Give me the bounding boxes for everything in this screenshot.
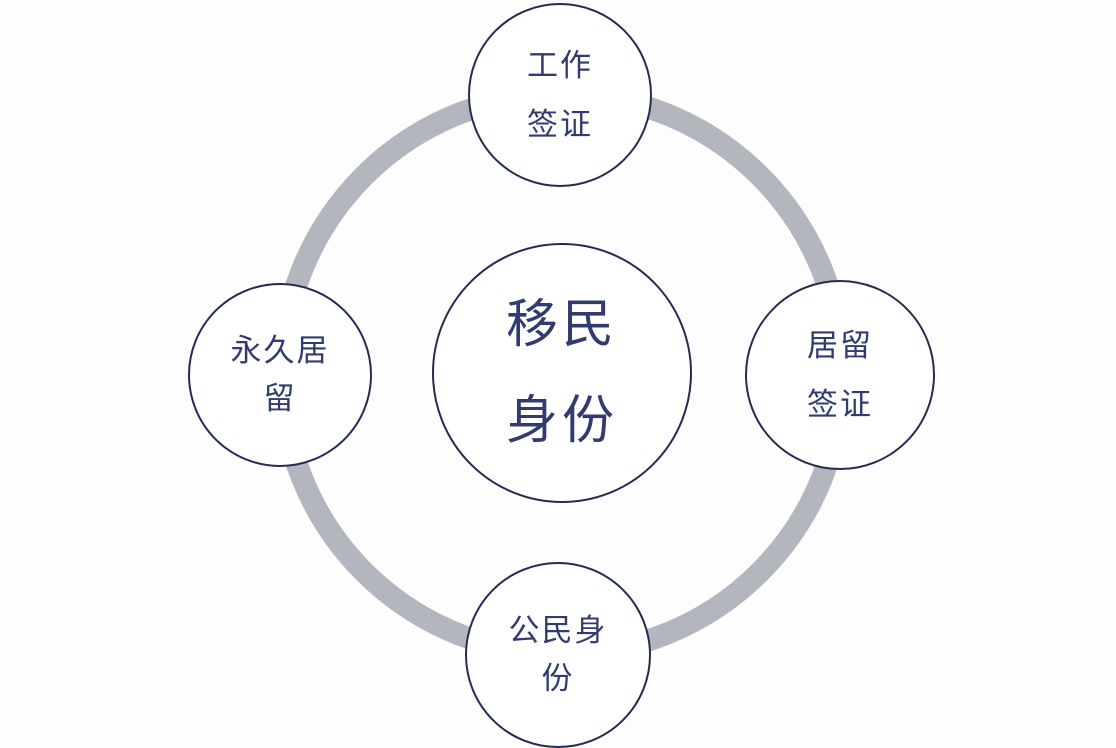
node-label-line: 工作: [527, 48, 593, 83]
node-label-line: 份: [541, 661, 575, 696]
node-label-line: 永久居: [230, 333, 330, 368]
center-node-label-line: 身份: [505, 392, 618, 450]
node-label-line: 公民身: [508, 613, 608, 648]
node-residence-visa: 居留 签证: [745, 280, 935, 470]
center-node-immigration-status: 移民 身份: [432, 243, 692, 503]
node-citizenship: 公民身 份: [465, 562, 651, 748]
node-work-visa: 工作 签证: [468, 3, 652, 187]
node-label-line: 签证: [527, 107, 593, 142]
node-label-line: 居留: [807, 328, 873, 363]
node-label-line: 留: [263, 381, 297, 416]
node-permanent-residence: 永久居 留: [188, 283, 372, 467]
node-label-line: 签证: [807, 387, 873, 422]
center-node-label-line: 移民: [505, 296, 618, 354]
